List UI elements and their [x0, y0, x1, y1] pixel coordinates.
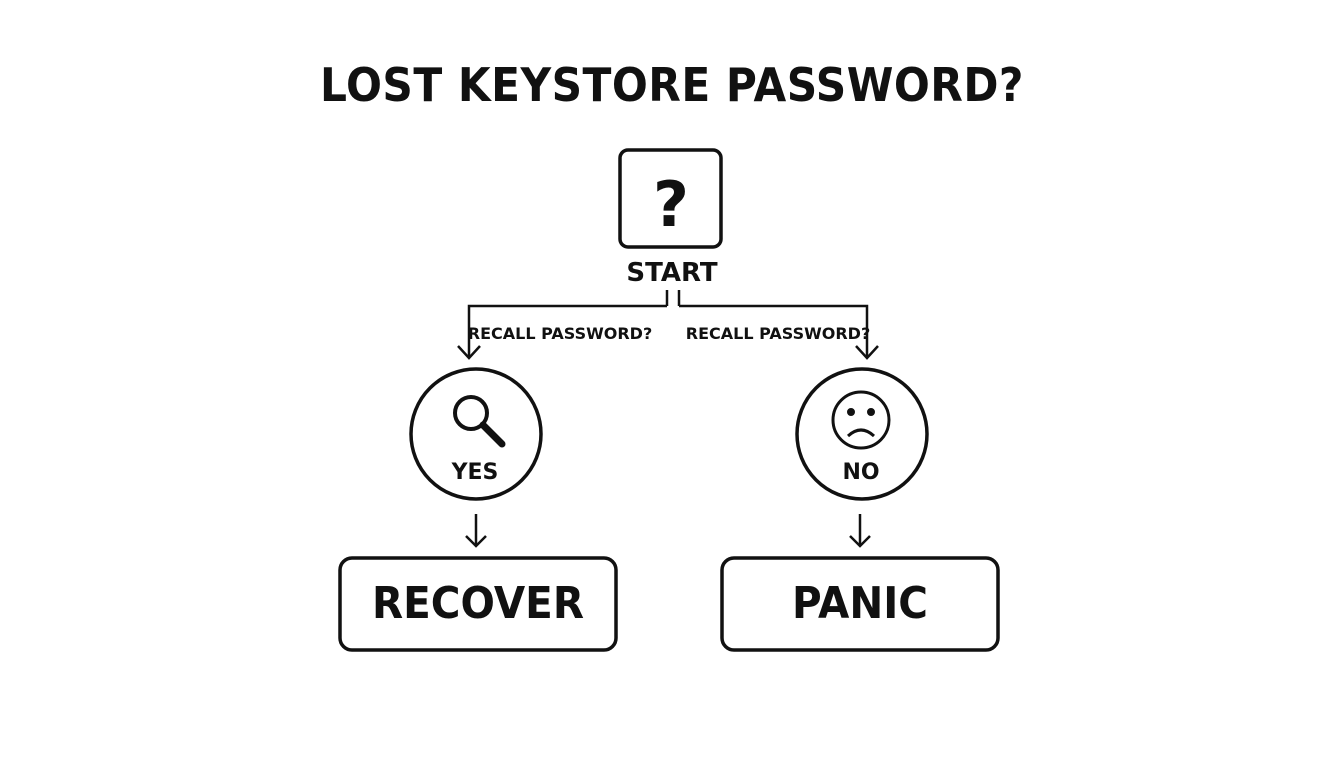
panic-label: PANIC	[792, 578, 928, 629]
magnifier-icon	[453, 395, 506, 448]
panic-box	[720, 556, 1000, 652]
start-node-box	[618, 148, 723, 249]
outcome-arrows	[465, 514, 871, 548]
start-label: START	[626, 258, 718, 288]
recover-label: RECOVER	[371, 578, 585, 629]
yes-node-circle	[409, 367, 543, 501]
recover-box	[338, 556, 618, 652]
branch-condition-right: RECALL PASSWORD?	[685, 324, 871, 343]
start-connectors	[457, 290, 879, 360]
sad-face-icon	[831, 390, 891, 450]
yes-label: YES	[451, 460, 499, 485]
question-mark-icon: ?	[653, 168, 689, 241]
no-node-circle	[795, 367, 929, 501]
diagram-title: LOST KEYSTORE PASSWORD?	[320, 58, 1024, 112]
no-label: NO	[842, 460, 880, 485]
branch-condition-left: RECALL PASSWORD?	[467, 324, 653, 343]
